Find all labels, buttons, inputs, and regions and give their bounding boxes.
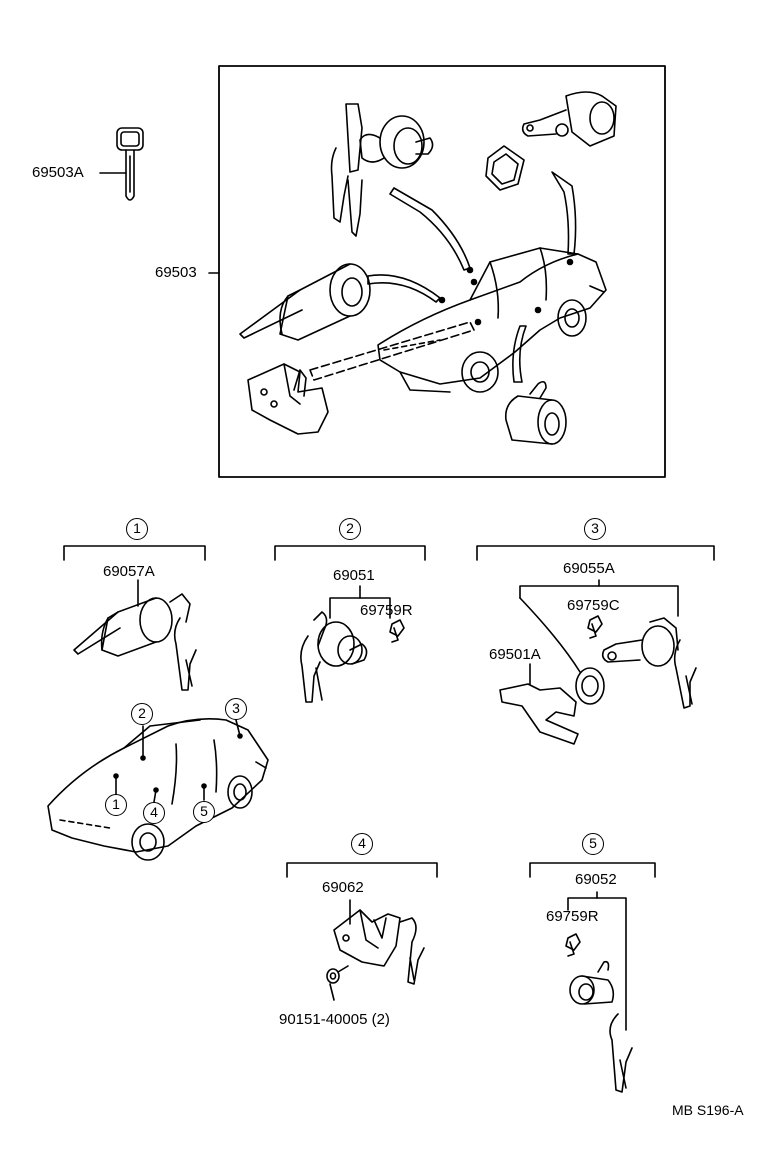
key-blank-icon	[99, 127, 144, 201]
group-4-glovebox-icon	[333, 899, 425, 985]
label-door-cylinder: 69051	[333, 567, 375, 584]
label-trunk-cylinder-clip: 69759C	[567, 597, 620, 614]
callout-2: 2	[339, 518, 361, 540]
door-cylinder-icon	[330, 103, 434, 237]
car-callout-2: 2	[131, 703, 153, 725]
group-2-bracket	[274, 545, 426, 561]
group-1-bracket	[63, 545, 206, 561]
group-3-bracket	[476, 545, 715, 561]
callout-3: 3	[584, 518, 606, 540]
label-glovebox-screw: 90151-40005 (2)	[279, 1011, 390, 1028]
group-2-door-cylinder-icon	[300, 585, 391, 703]
group-1-ignition-icon	[73, 579, 197, 691]
label-figure-code: MB S196-A	[672, 1102, 744, 1118]
callout-1: 1	[126, 518, 148, 540]
group-3-cover-icon	[499, 663, 579, 745]
label-fuel-lid-cylinder: 69052	[575, 871, 617, 888]
lockset-car-drawing	[377, 247, 607, 393]
group-3-trunk-icon	[519, 579, 697, 709]
group-5-bracket	[529, 862, 656, 878]
location-car-drawing	[47, 718, 269, 861]
group-5-fuel-icon	[567, 891, 633, 1093]
car-callout-1: 1	[105, 794, 127, 816]
callout-5: 5	[582, 833, 604, 855]
group-2-clip-icon	[389, 619, 405, 643]
label-lock-set: 69503	[155, 264, 197, 281]
callout-4: 4	[351, 833, 373, 855]
label-key-blank: 69503A	[32, 164, 84, 181]
group-4-screw-icon	[326, 965, 349, 1001]
group-3-clip-icon	[587, 615, 603, 639]
label-trunk-cylinder: 69055A	[563, 560, 615, 577]
label-trunk-cover: 69501A	[489, 646, 541, 663]
group-5-clip-icon	[565, 933, 581, 957]
car-callout-3: 3	[225, 698, 247, 720]
label-fuel-lid-clip: 69759R	[546, 908, 599, 925]
fuel-cylinder-icon	[504, 380, 567, 445]
glovebox-lock-icon	[247, 363, 329, 435]
label-door-cylinder-clip: 69759R	[360, 602, 413, 619]
lockset-pointers	[309, 171, 577, 383]
trunk-cover-icon	[485, 145, 525, 191]
car-callout-5: 5	[193, 801, 215, 823]
label-glovebox-lock: 69062	[322, 879, 364, 896]
ignition-cylinder-icon	[239, 263, 371, 341]
lock-set-frame	[218, 65, 666, 478]
car-callout-4: 4	[143, 802, 165, 824]
group-4-bracket	[286, 862, 438, 878]
label-ignition-cylinder: 69057A	[103, 563, 155, 580]
trunk-cylinder-icon	[521, 91, 617, 147]
